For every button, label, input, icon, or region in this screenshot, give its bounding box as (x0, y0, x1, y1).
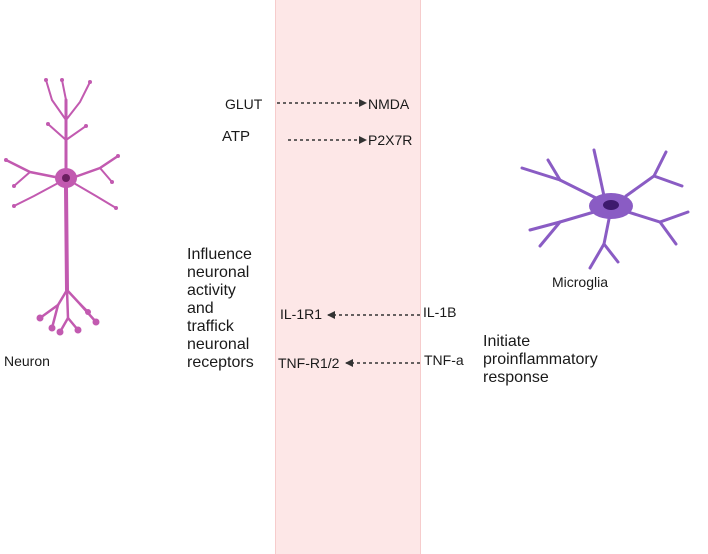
microglia-effect-note: Initiate proinflammatory response (483, 333, 598, 386)
microglia-label: Microglia (552, 274, 609, 290)
il1r1-label: IL-1R1 (280, 306, 323, 322)
tnfa-label: TNF-a (424, 352, 464, 368)
nmda-label: NMDA (368, 96, 410, 112)
tnfr-label: TNF-R1/2 (278, 355, 340, 371)
synaptic-cleft-band (275, 0, 421, 554)
il1b-label: IL-1B (423, 304, 457, 320)
neuronal-effect-note: Influence neuronal activity and traffick… (187, 246, 254, 371)
p2x7r-label: P2X7R (368, 132, 413, 148)
glut-label: GLUT (225, 96, 263, 112)
atp-label: ATP (222, 128, 251, 145)
neuron-label: Neuron (4, 353, 50, 369)
